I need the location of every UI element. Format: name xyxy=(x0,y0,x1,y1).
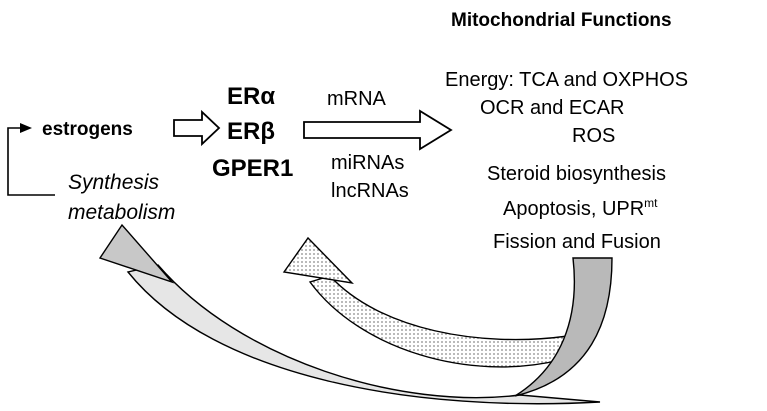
feedback-bracket-line xyxy=(7,127,55,196)
estrogens-to-receptors-arrow xyxy=(173,109,221,147)
estrogens-label: estrogens xyxy=(42,119,133,140)
mitochondrial-functions-title: Mitochondrial Functions xyxy=(451,10,672,31)
synthesis-label: Synthesis xyxy=(68,171,160,194)
mirnas-label: miRNAs xyxy=(331,152,404,174)
upr-mt-superscript: mt xyxy=(644,196,658,210)
apoptosis-upr-text: Apoptosis, UPR xyxy=(503,198,644,220)
dotted-feedback-arrowhead xyxy=(282,236,354,285)
dotted-feedback-arrow-body xyxy=(308,275,570,368)
large-feedback-arrowhead xyxy=(98,223,175,284)
function-steroid-biosynthesis: Steroid biosynthesis xyxy=(487,163,666,185)
receptor-gper1: GPER1 xyxy=(212,155,293,182)
mrna-label: mRNA xyxy=(327,88,387,110)
function-ros: ROS xyxy=(572,125,615,147)
metabolism-label: metabolism xyxy=(68,201,175,224)
function-energy: Energy: TCA and OXPHOS xyxy=(445,69,688,91)
feedback-bracket-arrowhead xyxy=(20,123,32,133)
function-fission-fusion: Fission and Fusion xyxy=(493,231,661,253)
large-feedback-arrow-body xyxy=(126,264,601,405)
receptor-er-alpha: ERα xyxy=(227,83,275,110)
function-apoptosis-upr: Apoptosis, UPRmt xyxy=(503,196,658,220)
function-ocr-ecar: OCR and ECAR xyxy=(480,97,625,119)
lncrnas-label: lncRNAs xyxy=(331,180,409,202)
feedback-arrow-tail xyxy=(514,257,613,397)
receptors-to-functions-arrow xyxy=(303,109,453,151)
receptor-er-beta: ERβ xyxy=(227,118,275,145)
